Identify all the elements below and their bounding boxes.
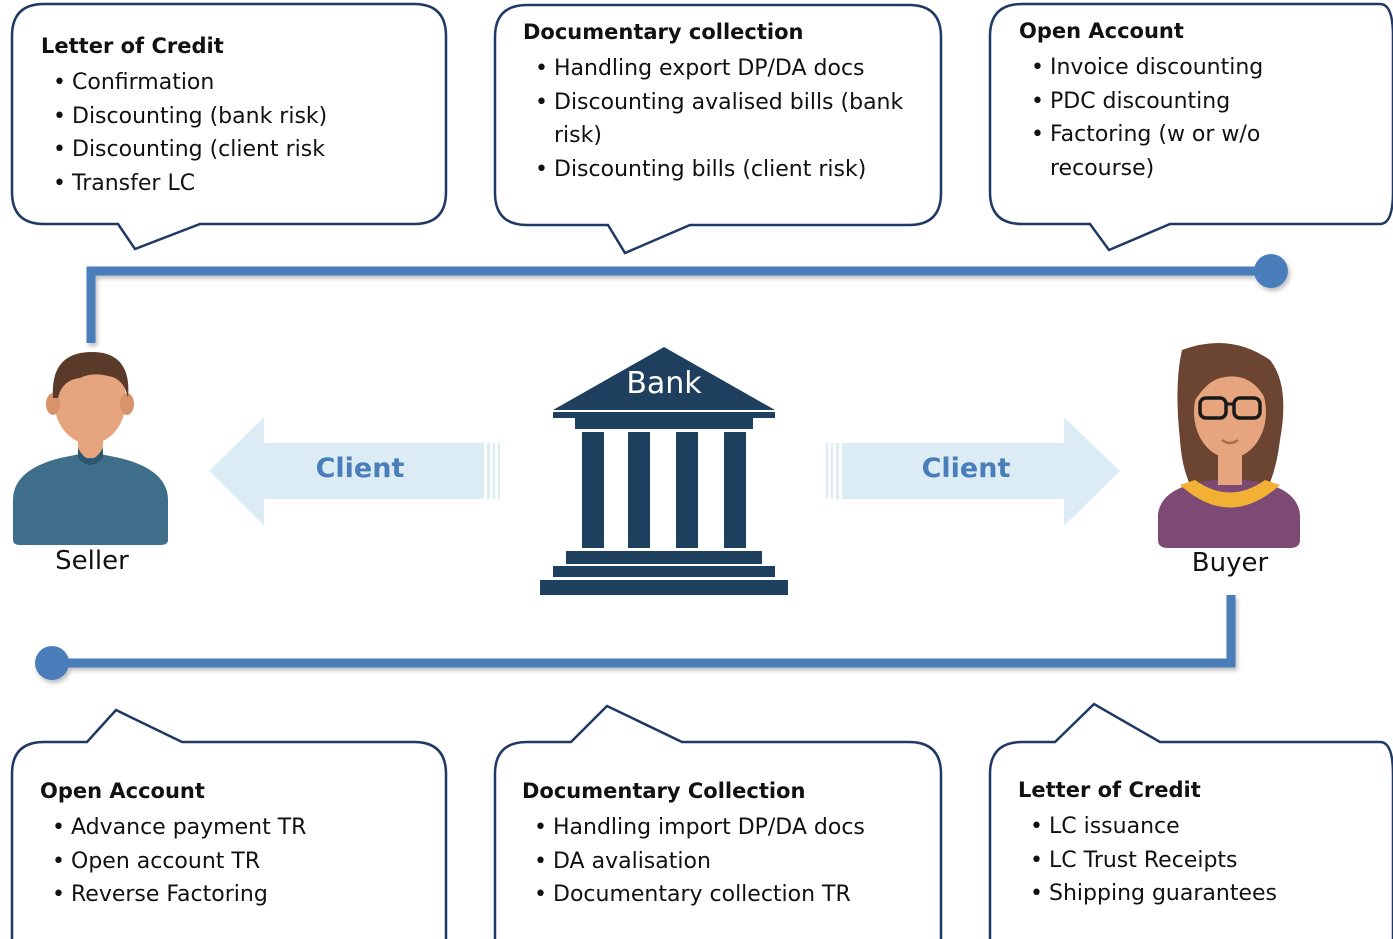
- bottom-flow-endpoint-dot: [35, 646, 69, 680]
- bubble-list-item: Factoring (w or w/o recourse): [1019, 118, 1359, 185]
- bubble-list: Confirmation Discounting (bank risk) Dis…: [41, 66, 441, 200]
- top-flow-endpoint-dot: [1254, 254, 1288, 288]
- female-person-icon: [1158, 342, 1300, 548]
- bubble-title: Open Account: [40, 779, 205, 803]
- bubble-list-item: LC Trust Receipts: [1018, 844, 1378, 878]
- bubble-list-item: LC issuance: [1018, 810, 1378, 844]
- bubble-list-item: Confirmation: [41, 66, 441, 100]
- bubble-list-item: Discounting (bank risk): [41, 100, 441, 134]
- bubble-list-item: Handling import DP/DA docs: [522, 811, 932, 845]
- top-flow-line: [86, 254, 1288, 343]
- bubble-list-item: Handling export DP/DA docs: [523, 52, 923, 86]
- bubble-bottom-middle: Documentary Collection Handling import D…: [522, 777, 932, 912]
- bubble-list-item: Discounting (client risk: [41, 133, 441, 167]
- bubble-list-item: Documentary collection TR: [522, 878, 932, 912]
- male-person-icon: [13, 352, 168, 545]
- bank-label: Bank: [626, 366, 702, 401]
- bubble-title: Open Account: [1019, 19, 1184, 43]
- bubble-list-item: Transfer LC: [41, 167, 441, 201]
- bubble-top-right: Open Account Invoice discounting PDC dis…: [1019, 17, 1359, 185]
- bubble-list-item: Discounting avalised bills (bank risk): [523, 86, 923, 153]
- bubble-list-item: DA avalisation: [522, 845, 932, 879]
- bubble-list: Advance payment TR Open account TR Rever…: [40, 811, 440, 912]
- bubble-title: Documentary collection: [523, 20, 804, 44]
- bubble-top-middle: Documentary collection Handling export D…: [523, 18, 923, 186]
- buyer-label: Buyer: [1191, 548, 1269, 578]
- right-client-arrow: [826, 417, 1120, 526]
- left-client-arrow: [209, 417, 500, 526]
- bubble-bottom-right: Letter of Credit LC issuance LC Trust Re…: [1018, 776, 1378, 911]
- bubble-title: Documentary Collection: [522, 779, 806, 803]
- bubble-list: LC issuance LC Trust Receipts Shipping g…: [1018, 810, 1378, 911]
- bubble-list-item: Invoice discounting: [1019, 51, 1359, 85]
- bubble-list-item: PDC discounting: [1019, 85, 1359, 119]
- bubble-list: Handling export DP/DA docs Discounting a…: [523, 52, 923, 186]
- left-client-label: Client: [315, 453, 405, 484]
- bubble-top-left: Letter of Credit Confirmation Discountin…: [41, 32, 441, 200]
- bank-building-icon: [540, 347, 788, 595]
- bubble-list-item: Discounting bills (client risk): [523, 153, 923, 187]
- right-client-label: Client: [921, 453, 1011, 484]
- bubble-title: Letter of Credit: [41, 34, 224, 58]
- bubble-list: Handling import DP/DA docs DA avalisatio…: [522, 811, 932, 912]
- seller-label: Seller: [55, 546, 129, 576]
- bubble-list-item: Advance payment TR: [40, 811, 440, 845]
- bubble-list-item: Reverse Factoring: [40, 878, 440, 912]
- bottom-flow-line: [35, 595, 1236, 680]
- bubble-bottom-left: Open Account Advance payment TR Open acc…: [40, 777, 440, 912]
- bubble-title: Letter of Credit: [1018, 778, 1201, 802]
- bubble-list-item: Shipping guarantees: [1018, 877, 1378, 911]
- bubble-list: Invoice discounting PDC discounting Fact…: [1019, 51, 1359, 185]
- bubble-list-item: Open account TR: [40, 845, 440, 879]
